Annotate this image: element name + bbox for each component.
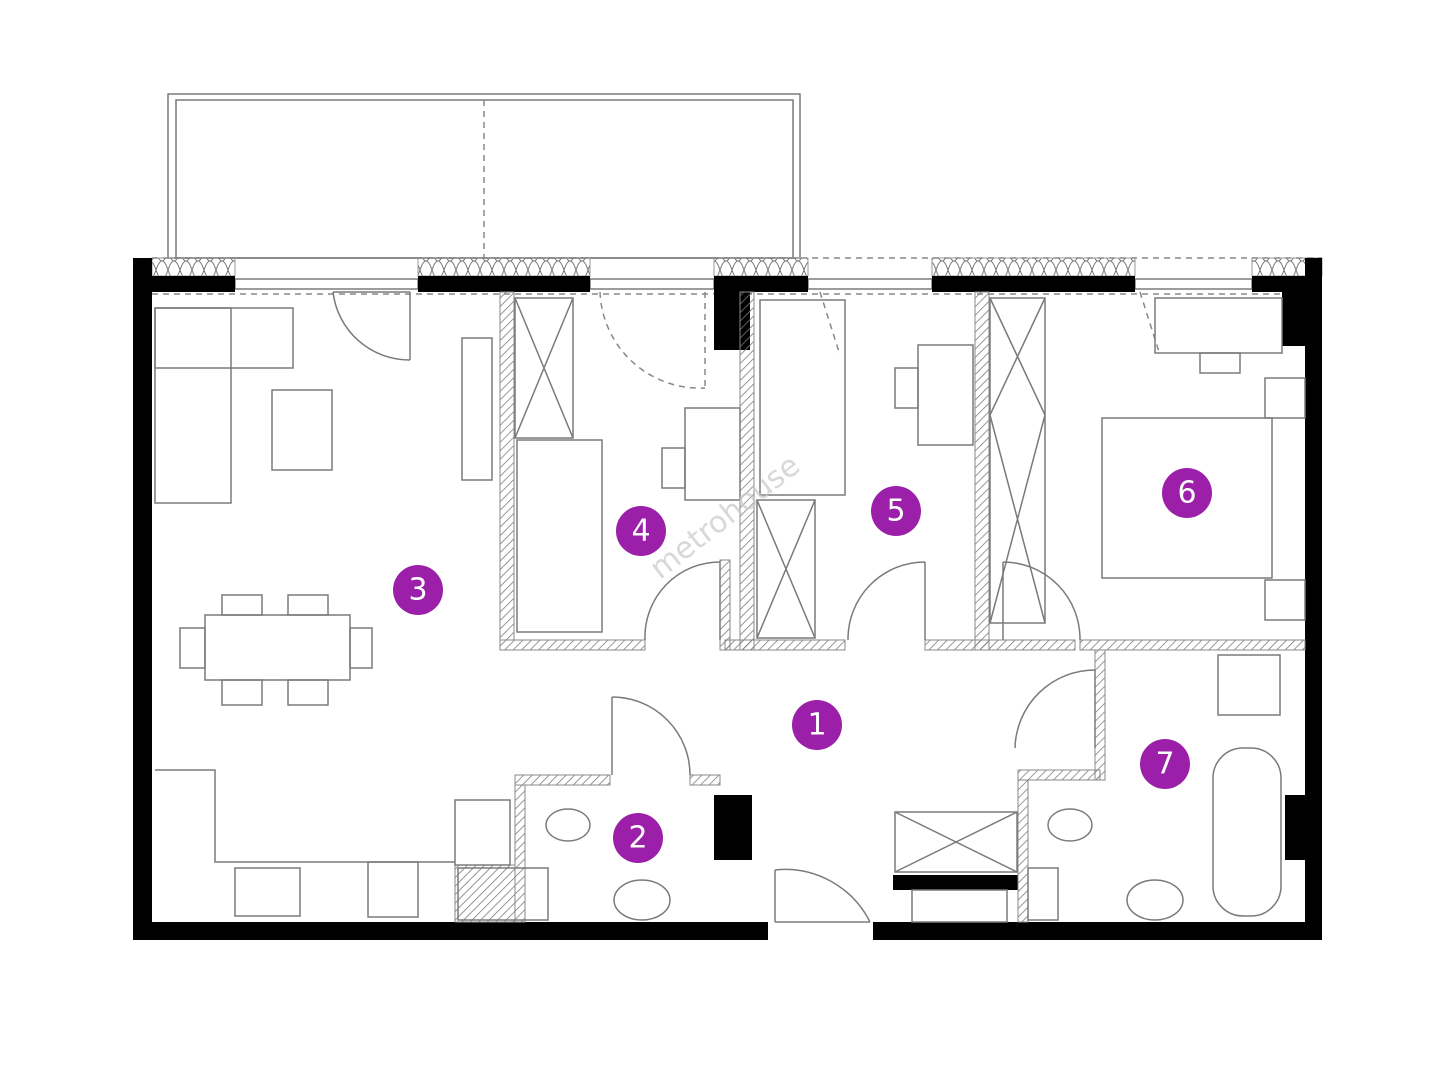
svg-text:3: 3 bbox=[408, 573, 427, 608]
balcony bbox=[167, 93, 801, 259]
svg-text:7: 7 bbox=[1155, 747, 1174, 782]
room-badge-3: 3 bbox=[393, 565, 443, 615]
svg-text:5: 5 bbox=[886, 494, 905, 529]
interior-partitions bbox=[454, 291, 1306, 923]
room-badge-5: 5 bbox=[871, 486, 921, 536]
furniture bbox=[154, 297, 1306, 923]
room-badge-2: 2 bbox=[613, 813, 663, 863]
room-badge-6: 6 bbox=[1162, 468, 1212, 518]
exterior-walls bbox=[133, 258, 1322, 940]
svg-text:4: 4 bbox=[631, 514, 650, 549]
exterior-insulation bbox=[151, 257, 1323, 295]
svg-text:1: 1 bbox=[807, 708, 826, 743]
svg-text:2: 2 bbox=[628, 821, 647, 856]
room-badge-1: 1 bbox=[792, 700, 842, 750]
doors bbox=[332, 291, 1161, 923]
room-badge-7: 7 bbox=[1140, 739, 1190, 789]
svg-text:6: 6 bbox=[1177, 476, 1196, 511]
room-badge-4: 4 bbox=[616, 506, 666, 556]
